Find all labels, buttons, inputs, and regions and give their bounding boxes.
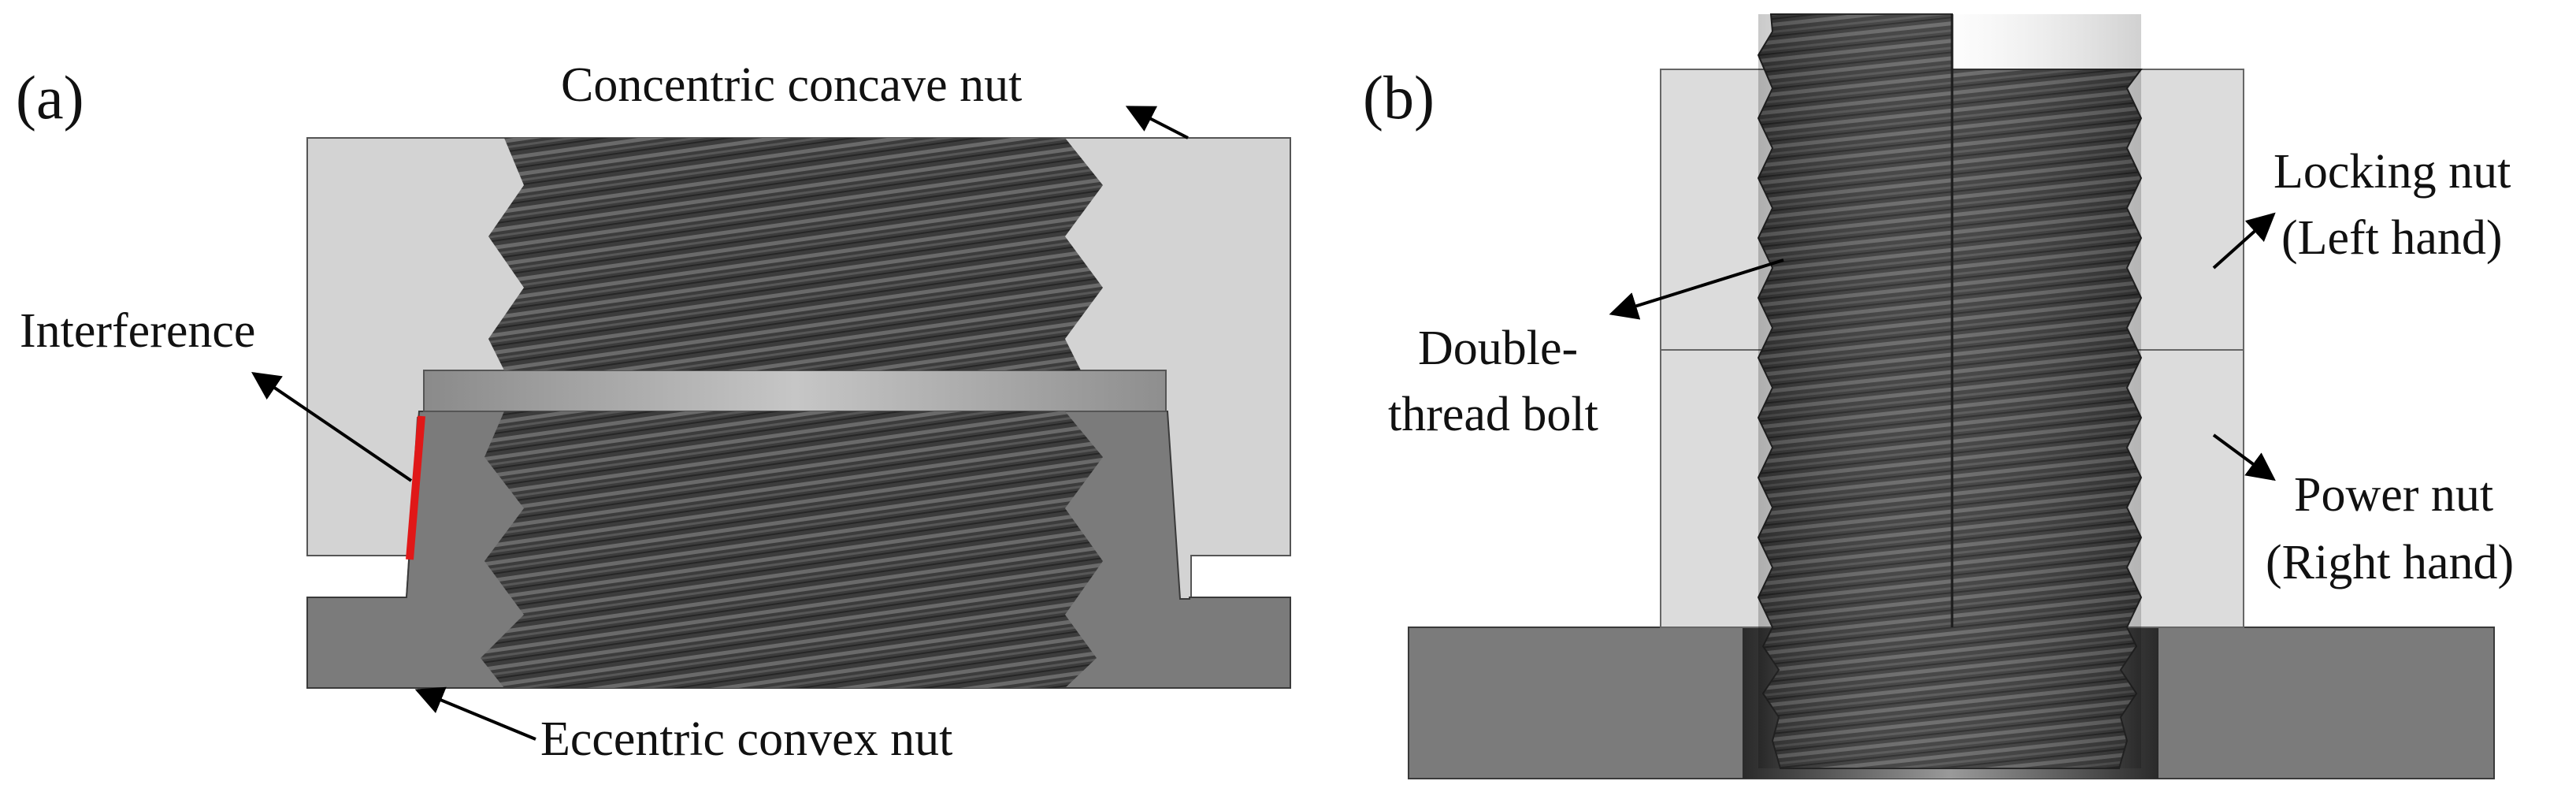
bolt-label-line2: thread bolt: [1388, 388, 1598, 441]
locking-label-line1: Locking nut: [2273, 145, 2511, 199]
locking-label-line2: (Left hand): [2281, 211, 2503, 265]
locking-arrow: [2212, 212, 2276, 270]
bolt-shading: [1758, 14, 2141, 768]
upper-thread-bore: [488, 138, 1103, 370]
concave-nut-arrow: [1125, 106, 1189, 139]
lower-thread-bore: [481, 411, 1103, 688]
power-label-line2: (Right hand): [2266, 536, 2514, 589]
panel-a-label: (a): [16, 63, 84, 132]
interference-arrow: [251, 371, 413, 482]
power-label-line1: Power nut: [2294, 468, 2493, 522]
convex-nut-arrow: [414, 686, 536, 741]
interference-label: Interference: [20, 304, 255, 358]
bolt-arrow: [1609, 258, 1784, 320]
washer-band: [423, 370, 1167, 412]
concave-nut-label: Concentric concave nut: [561, 58, 1022, 112]
convex-nut-label: Eccentric convex nut: [540, 712, 952, 766]
panel-b-label: (b): [1363, 63, 1435, 132]
panel-b: (b) Double- thread bolt Locking nut (Lef…: [1363, 13, 2514, 779]
interference-line: [406, 415, 425, 560]
bolt-label-line1: Double-: [1418, 322, 1578, 375]
power-arrow: [2212, 433, 2276, 482]
panel-a: (a) Concentric concave nut Interference …: [16, 58, 1291, 766]
